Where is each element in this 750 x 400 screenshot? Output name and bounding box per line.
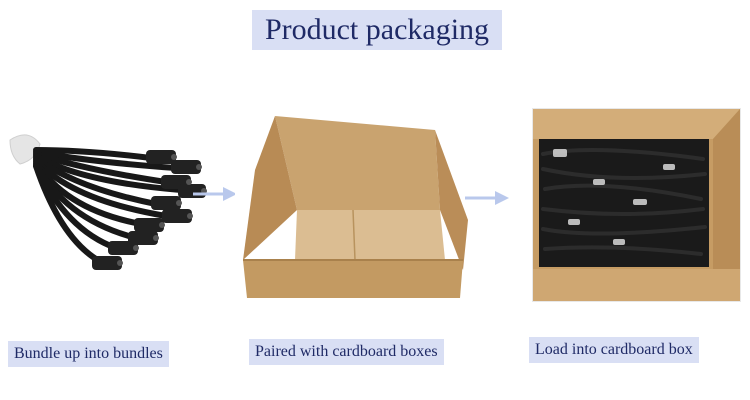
page-title: Product packaging [252,10,502,50]
filled-cardboard-box-photo [532,108,741,302]
step-2-caption: Paired with cardboard boxes [249,339,444,365]
cable-bundle-photo [6,120,216,280]
filled-box-image [533,109,740,301]
step-3-caption: Load into cardboard box [529,337,699,363]
empty-box-image [243,116,468,298]
arrow-right-icon [465,191,509,205]
step-1-caption: Bundle up into bundles [8,341,169,367]
cable-bundle-image [9,134,207,270]
arrow-right-icon [193,187,237,201]
empty-cardboard-box-photo [235,110,468,300]
